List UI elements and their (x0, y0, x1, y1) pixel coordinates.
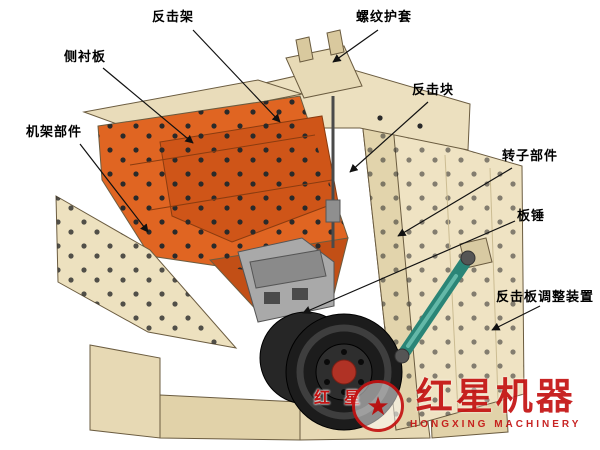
leader-threaded-sleeve (332, 29, 379, 63)
label-impact-plate-adjuster: 反击板调整装置 (496, 289, 595, 304)
left-top-edge (82, 79, 303, 129)
wheel-hub (331, 359, 357, 385)
label-rotor-component: 转子部件 (502, 148, 559, 163)
rotor-mechanism (237, 237, 335, 323)
label-threaded-sleeve: 螺纹护套 (356, 9, 413, 24)
leader-impact-frame (192, 29, 281, 123)
frame-lower-wedge (55, 195, 238, 349)
leader-rotor-component (397, 167, 513, 237)
label-frame-component: 机架部件 (26, 124, 83, 139)
leader-impact-block (349, 101, 429, 173)
top-housing (224, 29, 471, 151)
label-impact-frame: 反击架 (152, 9, 195, 24)
leader-frame-component (79, 143, 149, 233)
label-side-liner-plate: 侧衬板 (64, 49, 107, 64)
threaded-sleeve-part (295, 36, 314, 63)
leader-side-liner (102, 67, 194, 144)
leader-lines (79, 29, 541, 331)
hydraulic-cylinder (394, 237, 493, 364)
adjusting-rod (325, 96, 341, 248)
label-blow-bar: 板锤 (517, 208, 546, 223)
watermark-small-text: 红星 (314, 390, 375, 407)
leader-impact-plate-adjuster (491, 305, 541, 331)
leader-blow-bar (302, 220, 516, 314)
label-impact-block: 反击块 (412, 82, 455, 97)
blow-bar-part (249, 249, 327, 289)
